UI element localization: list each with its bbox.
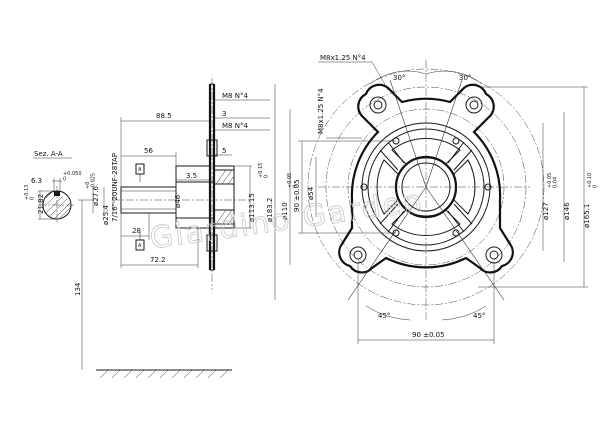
dim-phi-183-2: ø183.2 bbox=[266, 198, 274, 222]
hub-outer bbox=[394, 155, 458, 219]
dim-phi-25-4: ø25.4 bbox=[102, 205, 110, 225]
label-3: 3 bbox=[222, 110, 226, 118]
label-m8-bottom: M8 N°4 bbox=[222, 122, 248, 130]
dim-keyway-width: 6.3 bbox=[31, 177, 42, 185]
dim-phi-110: ø110 bbox=[281, 202, 289, 220]
inner-ring-inner bbox=[367, 128, 485, 246]
inner-ring-outer bbox=[361, 122, 491, 252]
flange-outline bbox=[338, 83, 514, 274]
watermark: Giardino Garden bbox=[148, 183, 426, 256]
pitch-circle-127 bbox=[325, 86, 527, 288]
dim-phi-113-15: ø113.15 bbox=[248, 193, 256, 222]
dim-90-horizontal: 90 ±0.05 bbox=[412, 331, 445, 339]
front-view: M8x1.25 N°4 30° 30° 45° 45° M8x1.25 N°4 … bbox=[281, 54, 599, 344]
dim-5: 5 bbox=[222, 147, 226, 155]
dim-thread: 7/16"-20UNF-28TAP bbox=[111, 153, 119, 222]
dim-phi-127: ø127 bbox=[542, 202, 550, 220]
dim-phi-54: ø54 bbox=[307, 186, 315, 200]
section-title: Sez. A-A bbox=[34, 150, 63, 158]
hub-bore bbox=[401, 162, 451, 212]
angle-bottom-right: 45° bbox=[473, 312, 485, 320]
dim-phi-113-15-tol: +0.150 bbox=[258, 163, 270, 178]
dim-phi-27-6: ø27.6 bbox=[92, 186, 100, 206]
dim-3-5: 3.5 bbox=[186, 172, 197, 180]
mount-hole-tl bbox=[369, 96, 387, 114]
dim-phi-46: ø46 bbox=[174, 194, 182, 208]
pitch-circle-outer bbox=[307, 68, 545, 306]
dim-shaft-key-tol: +0.130 bbox=[24, 185, 36, 200]
label-m8x125-top: M8x1.25 N°4 bbox=[320, 54, 366, 62]
dim-72-2: 72.2 bbox=[150, 256, 166, 264]
section-marker-bottom: A bbox=[138, 243, 142, 249]
dim-phi-127-tol: +0.050.04 bbox=[547, 173, 559, 188]
label-m8x125-left: M8x1.25 N°4 bbox=[317, 88, 325, 134]
section-marker-top: A bbox=[138, 167, 142, 173]
dim-90-vertical: 90 ±0.05 bbox=[293, 179, 301, 212]
angle-bottom-left: 45° bbox=[378, 312, 390, 320]
dim-shaft-key: 21.82 bbox=[37, 194, 45, 214]
dim-88-5: 88.5 bbox=[156, 112, 172, 120]
angle-left: 30° bbox=[393, 74, 405, 82]
dim-phi-165-1-tol: +0.100 bbox=[587, 173, 599, 188]
dim-134: 134 bbox=[74, 282, 82, 296]
dim-phi-165-1: ø165.1 bbox=[583, 204, 591, 228]
pitch-circle-110 bbox=[347, 108, 505, 266]
label-m8-top: M8 N°4 bbox=[222, 92, 248, 100]
dim-phi-146: ø146 bbox=[563, 202, 571, 220]
dim-56: 56 bbox=[144, 147, 153, 155]
mount-hole-tr bbox=[465, 96, 483, 114]
dim-28: 28 bbox=[132, 227, 141, 235]
dim-phi-110-tol: +0.050 bbox=[287, 173, 299, 188]
dim-phi-27-6-tol: +0-0.025 bbox=[85, 173, 97, 189]
angle-right: 30° bbox=[459, 74, 471, 82]
side-view: A A M8 N°4 3 M8 N°4 88.5 56 5 3.5 28 7 bbox=[74, 78, 276, 379]
